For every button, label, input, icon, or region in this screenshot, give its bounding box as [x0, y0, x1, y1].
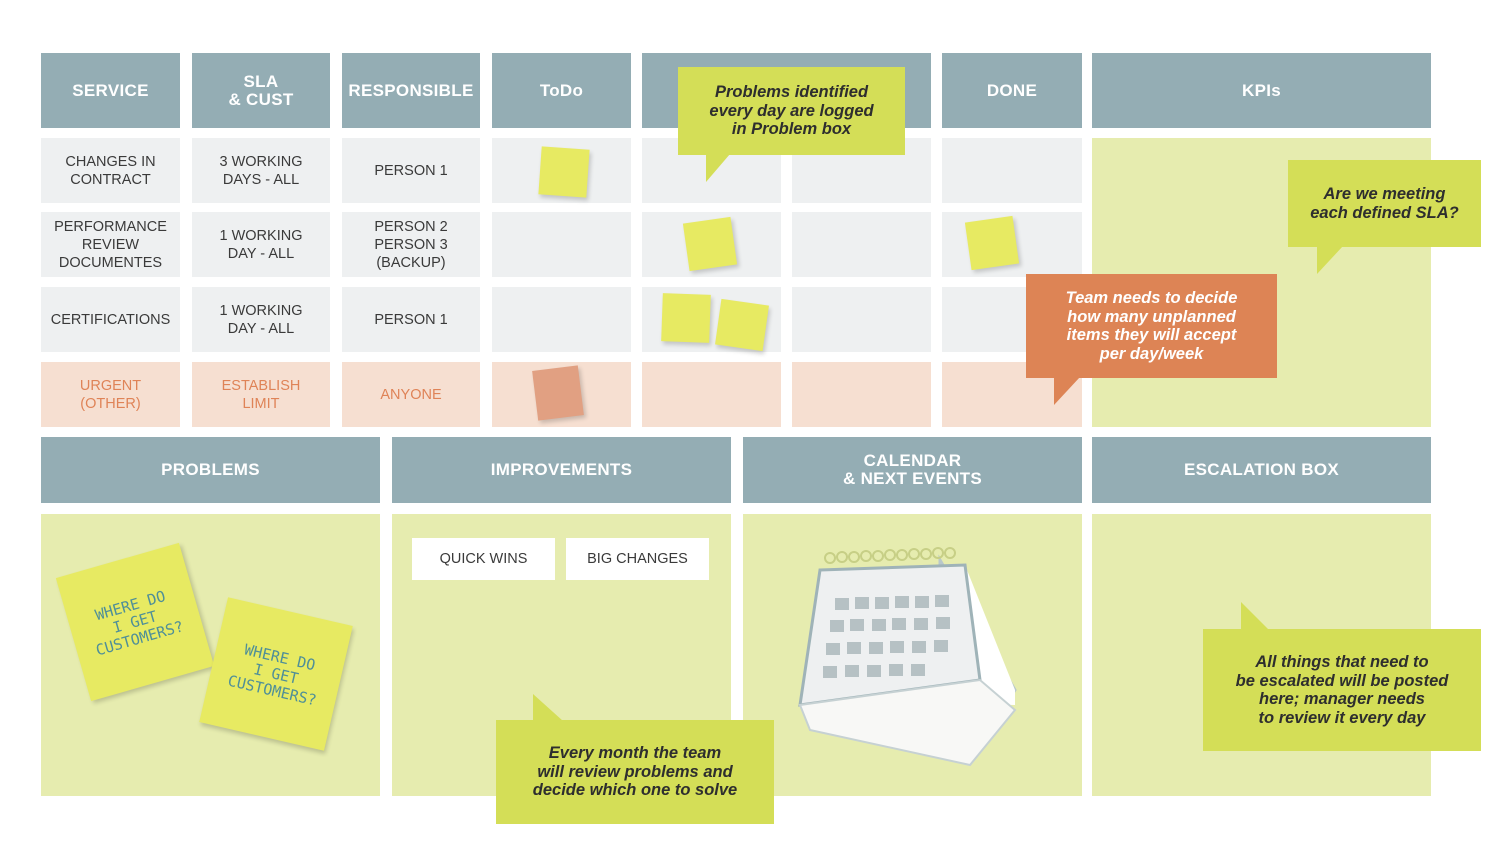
callout-escalation: All things that need to be escalated wil… — [1203, 629, 1481, 751]
header-sla: SLA & CUST — [192, 53, 330, 128]
row-1-service: CHANGES IN CONTRACT — [41, 138, 180, 203]
sticky-note[interactable] — [661, 293, 711, 343]
callout-tail — [1241, 602, 1269, 630]
row-1-done-cell — [942, 138, 1082, 203]
section-problems-header: PROBLEMS — [41, 437, 380, 503]
row-2-check-cell — [792, 212, 931, 277]
callout-unplanned-items: Team needs to decide how many unplanned … — [1026, 274, 1277, 378]
row-urgent-responsible: ANYONE — [342, 362, 480, 427]
row-2-todo-cell — [492, 212, 631, 277]
header-service: SERVICE — [41, 53, 180, 128]
sticky-note[interactable] — [715, 298, 769, 352]
row-3-todo-cell — [492, 287, 631, 352]
row-1-sla: 3 WORKING DAYS - ALL — [192, 138, 330, 203]
sticky-note[interactable] — [538, 146, 590, 198]
callout-sla-question: Are we meeting each defined SLA? — [1288, 160, 1481, 247]
row-urgent-sla: ESTABLISH LIMIT — [192, 362, 330, 427]
row-3-responsible: PERSON 1 — [342, 287, 480, 352]
row-3-service: CERTIFICATIONS — [41, 287, 180, 352]
sticky-note-urgent[interactable] — [532, 365, 584, 421]
row-2-sla: 1 WORKING DAY - ALL — [192, 212, 330, 277]
big-changes-box: BIG CHANGES — [566, 538, 709, 580]
section-improvements-header: IMPROVEMENTS — [392, 437, 731, 503]
row-urgent-check-cell — [792, 362, 931, 427]
sticky-note[interactable] — [964, 215, 1020, 271]
callout-tail — [1317, 246, 1343, 274]
header-kpis: KPIs — [1092, 53, 1431, 128]
row-urgent-doing-cell — [642, 362, 781, 427]
row-3-sla: 1 WORKING DAY - ALL — [192, 287, 330, 352]
callout-tail — [533, 694, 563, 721]
section-escalation-header: ESCALATION BOX — [1092, 437, 1431, 503]
header-todo: ToDo — [492, 53, 631, 128]
section-calendar-header: CALENDAR & NEXT EVENTS — [743, 437, 1082, 503]
callout-tail — [1054, 377, 1080, 405]
header-responsible: RESPONSIBLE — [342, 53, 480, 128]
callout-monthly-review: Every month the team will review problem… — [496, 720, 774, 824]
row-2-service: PERFORMANCE REVIEW DOCUMENTES — [41, 212, 180, 277]
row-2-responsible: PERSON 2 PERSON 3 (BACKUP) — [342, 212, 480, 277]
callout-tail — [706, 154, 730, 182]
row-1-responsible: PERSON 1 — [342, 138, 480, 203]
header-done: DONE — [942, 53, 1082, 128]
quick-wins-box: QUICK WINS — [412, 538, 555, 580]
desk-calendar-icon — [798, 547, 1017, 767]
row-urgent-service: URGENT (OTHER) — [41, 362, 180, 427]
row-3-check-cell — [792, 287, 931, 352]
sticky-note[interactable] — [682, 216, 738, 272]
callout-problems-logged: Problems identified every day are logged… — [678, 67, 905, 155]
